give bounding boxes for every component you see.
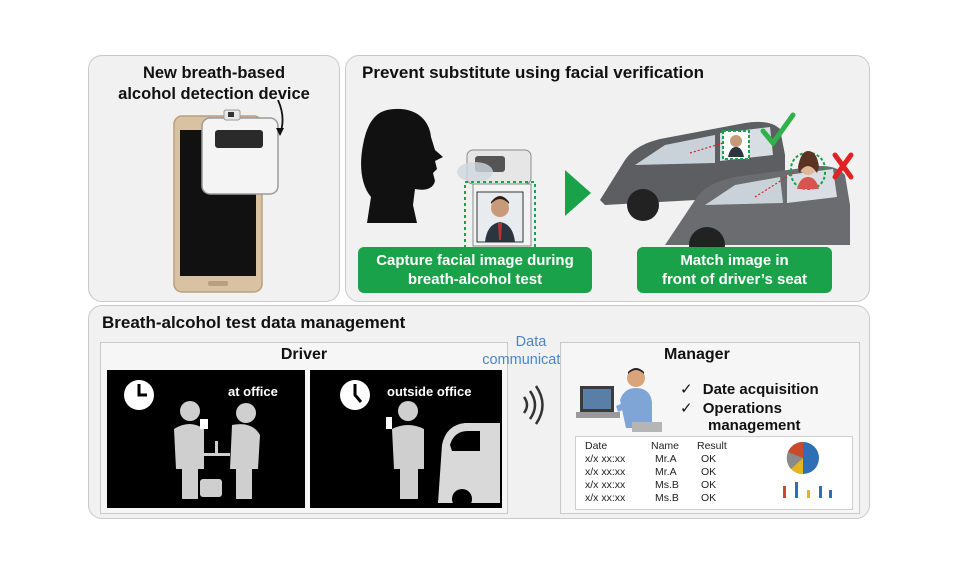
header-result: Result	[697, 440, 727, 452]
table-row: x/x xx:xx Mr.A OK	[585, 466, 727, 479]
outside-breath-test-illustration	[386, 401, 500, 503]
capture-label-line2: breath-alcohol test	[407, 271, 543, 288]
check-item1-label: Date acquisition	[702, 381, 819, 398]
header-name: Name	[651, 440, 680, 452]
head-silhouette-icon	[361, 108, 443, 223]
check-item2-label: Operations	[702, 400, 782, 417]
manager-heading: Manager	[664, 346, 730, 363]
table-header-row: Date Name Result	[585, 440, 727, 453]
clock-icon-2	[340, 380, 370, 410]
cell-name: Mr.A	[655, 466, 677, 478]
check-mark-icon: ✓	[680, 381, 693, 398]
cell-result: OK	[701, 479, 717, 491]
cell-name: Mr.A	[655, 453, 677, 465]
check-item2-continuation: management	[708, 417, 801, 434]
data-management-title: Breath-alcohol test data management	[102, 313, 406, 332]
smartphone-with-breath-device-illustration	[173, 100, 284, 293]
check-item-operations: ✓ Operations	[680, 399, 782, 417]
cell-result: OK	[701, 492, 717, 504]
data-comm-line1: Data	[515, 334, 547, 350]
driver-heading: Driver	[280, 346, 328, 363]
cell-date: x/x xx:xx	[585, 453, 626, 465]
manager-at-computer-illustration	[576, 368, 662, 432]
table-row: x/x xx:xx Ms.B OK	[585, 492, 727, 505]
cars-with-drivers-illustration	[600, 112, 854, 255]
clock-icon	[124, 380, 154, 410]
cell-result: OK	[701, 466, 717, 478]
match-label-line2: front of driver’s seat	[661, 271, 808, 288]
office-breath-test-illustration	[174, 401, 260, 499]
table-row: x/x xx:xx Mr.A OK	[585, 453, 727, 466]
header-date: Date	[585, 440, 608, 452]
verification-title: Prevent substitute using facial verifica…	[362, 63, 704, 82]
match-label-line1: Match image in	[680, 252, 789, 269]
device-title-line1: New breath-based	[142, 64, 286, 82]
check-mark-icon-2: ✓	[680, 400, 693, 417]
check-item-date-acquisition: ✓ Date acquisition	[680, 380, 819, 398]
wireless-signal-icon	[522, 385, 544, 425]
device-title: New breath-based alcohol detection devic…	[100, 63, 328, 105]
cell-name: Ms.B	[655, 479, 679, 491]
right-arrow-icon	[565, 170, 591, 216]
match-image-label: Match image in front of driver’s seat	[637, 247, 832, 293]
cell-result: OK	[701, 453, 717, 465]
at-office-label: at office	[228, 384, 278, 399]
outside-office-label: outside office	[387, 384, 472, 399]
capture-label-line1: Capture facial image during	[376, 252, 574, 269]
mini-charts-icon	[783, 441, 832, 498]
table-row: x/x xx:xx Ms.B OK	[585, 479, 727, 492]
cell-name: Ms.B	[655, 492, 679, 504]
cell-date: x/x xx:xx	[585, 479, 626, 491]
cell-date: x/x xx:xx	[585, 492, 626, 504]
device-capturing-face-illustration	[457, 149, 536, 250]
device-title-line2: alcohol detection device	[118, 85, 310, 103]
data-comm-line2: communication	[482, 352, 580, 368]
cell-date: x/x xx:xx	[585, 466, 626, 478]
capture-facial-image-label: Capture facial image during breath-alcoh…	[358, 247, 592, 293]
data-communication-label: Data communication	[462, 333, 600, 369]
